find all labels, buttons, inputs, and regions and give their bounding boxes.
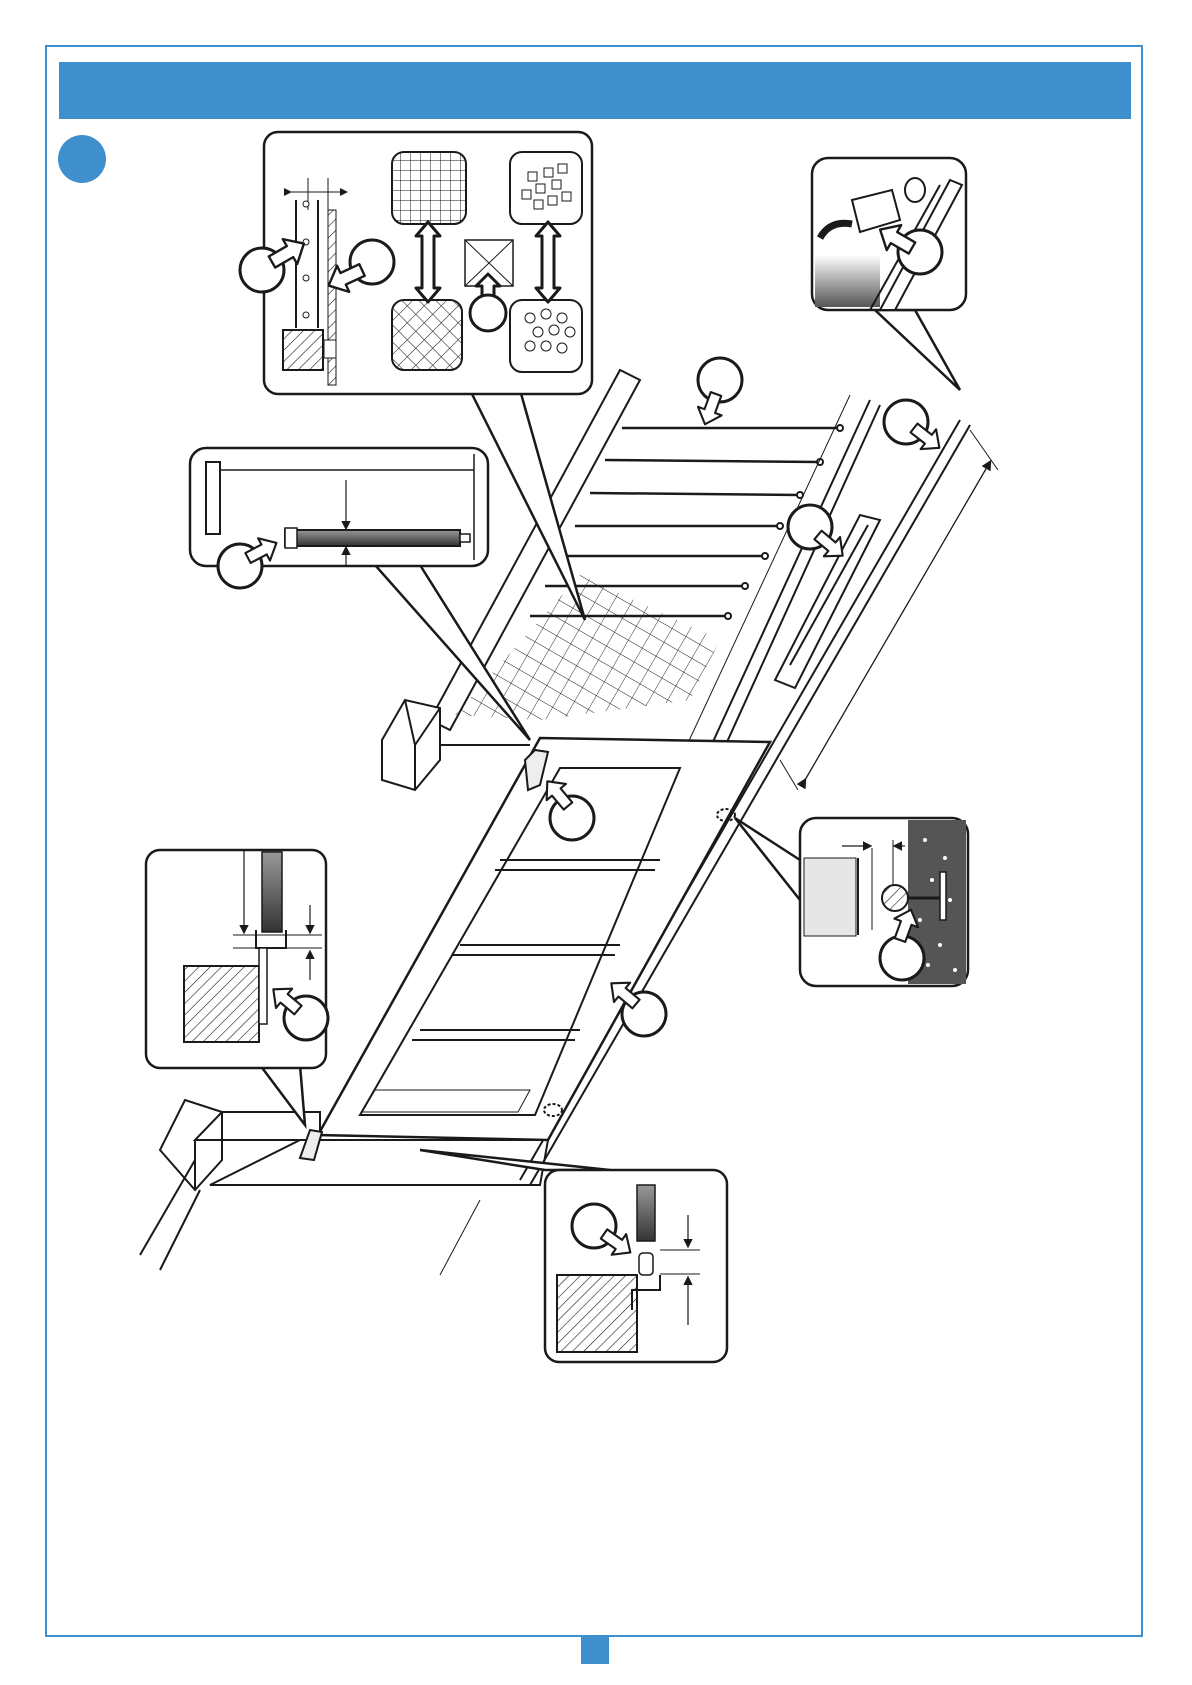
callout-marker-rail [693, 358, 742, 429]
callout-marker-end-stop [884, 400, 947, 458]
detail-mesh-fixing [264, 132, 592, 394]
mesh-diamond-grid-icon [392, 300, 462, 370]
front-pillar [160, 1100, 222, 1190]
page-number-box [581, 1636, 609, 1664]
perforated-squares-icon [510, 152, 582, 224]
mesh-square-grid-icon [392, 152, 466, 224]
detail-bottom-clearance [545, 1170, 727, 1362]
callout-marker-mesh-infill [470, 295, 506, 331]
rear-pillar [382, 700, 440, 790]
